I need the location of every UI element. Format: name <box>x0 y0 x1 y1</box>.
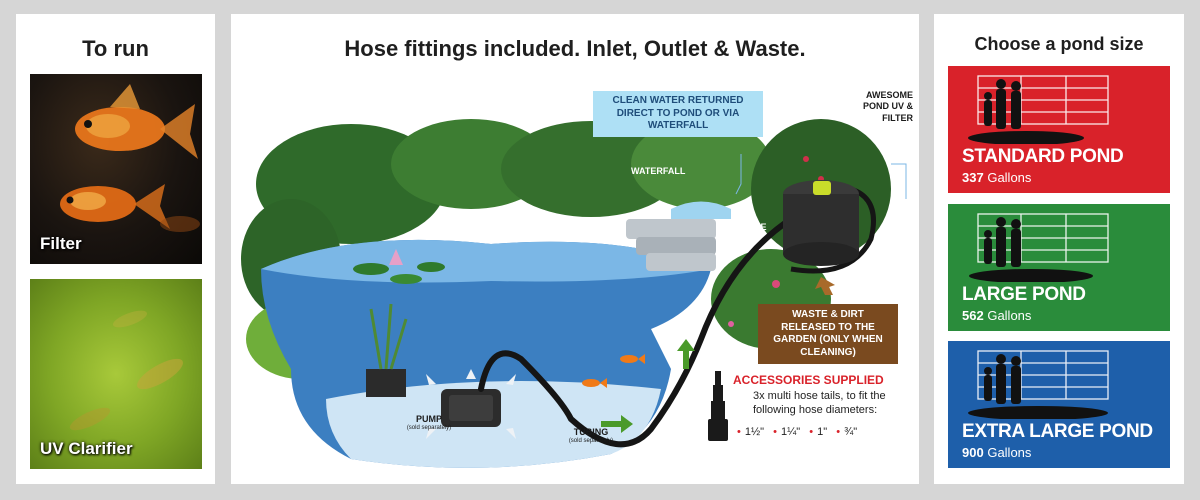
gallon-count: 900 <box>962 445 984 460</box>
hose-size: ¾" <box>844 426 858 438</box>
accessories-box: ACCESSORIES SUPPLIED 3x multi hose tails… <box>701 365 906 459</box>
hose-sizes-list: •1½" •1¼" •1" •¾" <box>737 426 858 438</box>
large-pond-gallons: 562 Gallons <box>962 308 1031 323</box>
large-pond-card[interactable]: LARGE POND 562 Gallons <box>948 204 1170 331</box>
waterfall-rocks <box>626 201 731 271</box>
goldfish-illustration <box>60 84 200 232</box>
standard-pond-name: STANDARD POND <box>962 146 1124 167</box>
tubing-note: (sold separately) <box>568 437 614 444</box>
hose-size: 1½" <box>744 426 765 438</box>
accessories-description: 3x multi hose tails, to fit the followin… <box>753 390 886 416</box>
accessories-title: ACCESSORIES SUPPLIED <box>733 373 884 387</box>
tubing-flow-arrow <box>601 415 633 433</box>
awesome-filter-label: AWESOME POND UV & FILTER <box>862 90 913 123</box>
waste-callout: WASTE & DIRT RELEASED TO THE GARDEN (ONL… <box>758 304 898 364</box>
pond-diagram-panel: Hose fittings included. Inlet, Outlet & … <box>231 14 919 484</box>
pump-illustration <box>441 389 501 427</box>
gallon-unit: Gallons <box>987 445 1032 460</box>
pump-label-text: PUMP <box>415 414 442 424</box>
pond-cutaway-illustration <box>241 119 907 468</box>
pond-size-panel: Choose a pond size STANDARD POND 337 Gal… <box>934 14 1184 484</box>
gallon-count: 562 <box>962 308 984 323</box>
tubing-label: TUBING (sold separately) <box>551 427 631 444</box>
pump-label: PUMP (sold separately) <box>389 414 469 431</box>
filter-photo: Filter <box>30 74 202 264</box>
large-pond-name: LARGE POND <box>962 284 1086 305</box>
extra-large-pond-gallons: 900 Gallons <box>962 445 1031 460</box>
waterfall-label: WATERFALL <box>631 166 686 176</box>
to-run-panel: To run Filter UV Clarifier <box>16 14 215 484</box>
family-fence-icon <box>968 75 1109 144</box>
waste-arrow <box>815 277 835 295</box>
gallon-count: 337 <box>962 170 984 185</box>
clean-water-callout: CLEAN WATER RETURNED DIRECT TO POND OR V… <box>593 91 763 137</box>
pond-fish <box>582 354 645 388</box>
hose-size: 1¼" <box>780 426 801 438</box>
uv-clarifier-photo: UV Clarifier <box>30 279 202 469</box>
extra-large-pond-name: EXTRA LARGE POND <box>962 421 1153 442</box>
family-fence-icon <box>968 350 1109 419</box>
tubing-label-text: TUBING <box>573 427 609 437</box>
filter-label: Filter <box>40 234 82 253</box>
flow-arrows <box>426 369 516 439</box>
plant-basket <box>366 369 406 397</box>
hose-tail-icon <box>708 371 728 441</box>
upflow-arrow <box>677 339 695 369</box>
hose-fittings-title: Hose fittings included. Inlet, Outlet & … <box>344 36 806 61</box>
to-run-title: To run <box>82 36 149 61</box>
hose-label: HOSE <box>741 222 767 232</box>
family-fence-icon <box>969 213 1109 282</box>
tubing-line <box>478 216 794 448</box>
waste-hose <box>790 186 876 274</box>
standard-pond-gallons: 337 Gallons <box>962 170 1031 185</box>
pond-size-title: Choose a pond size <box>974 34 1144 54</box>
extra-large-pond-card[interactable]: EXTRA LARGE POND 900 Gallons <box>948 341 1170 468</box>
gallon-unit: Gallons <box>987 308 1032 323</box>
standard-pond-card[interactable]: STANDARD POND 337 Gallons <box>948 66 1170 193</box>
pump-note: (sold separately) <box>406 424 452 431</box>
lily-pads <box>353 249 445 284</box>
gallon-unit: Gallons <box>987 170 1032 185</box>
green-water-illustration <box>69 310 183 431</box>
hose-size: 1" <box>817 426 828 438</box>
uv-filter-unit <box>783 180 859 266</box>
uv-clarifier-label: UV Clarifier <box>40 439 133 458</box>
